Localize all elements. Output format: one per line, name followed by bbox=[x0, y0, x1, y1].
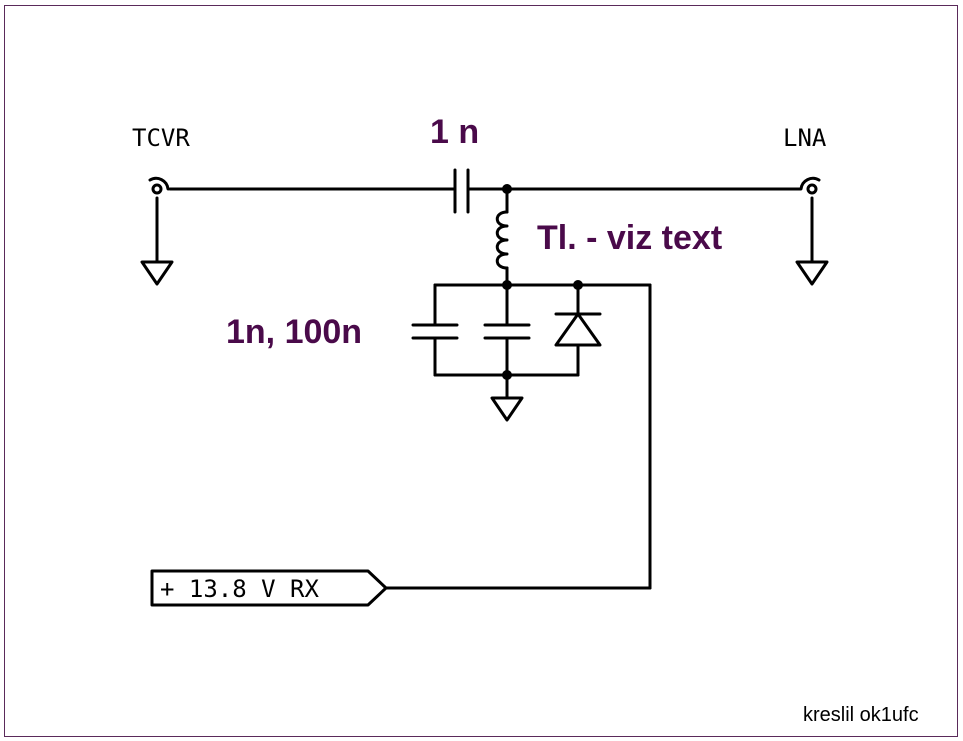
tcvr-connector bbox=[140, 176, 174, 286]
inductor-coil bbox=[495, 187, 509, 287]
tcvr-label: TCVR bbox=[132, 124, 190, 152]
series-capacitor bbox=[453, 168, 470, 214]
author-credit: kreslil ok1ufc bbox=[803, 704, 919, 726]
junction-dot bbox=[502, 280, 512, 290]
bypass-capacitor-1 bbox=[411, 283, 459, 377]
lna-label: LNA bbox=[783, 124, 827, 152]
supply-port-label: + 13.8 V RX bbox=[160, 575, 319, 603]
series-capacitor-value: 1 n bbox=[430, 113, 479, 151]
protection-diode bbox=[554, 283, 602, 377]
lna-connector bbox=[795, 176, 829, 286]
junction-dot bbox=[502, 184, 512, 194]
inductor-label: Tl. - viz text bbox=[537, 219, 722, 257]
drawing-frame bbox=[4, 5, 958, 737]
supply-port-flag bbox=[150, 569, 388, 607]
ground-symbol bbox=[490, 373, 524, 422]
bypass-capacitor-values: 1n, 100n bbox=[226, 313, 362, 351]
bypass-capacitor-2 bbox=[483, 283, 531, 377]
junction-dot bbox=[573, 280, 583, 290]
junction-dot bbox=[502, 370, 512, 380]
